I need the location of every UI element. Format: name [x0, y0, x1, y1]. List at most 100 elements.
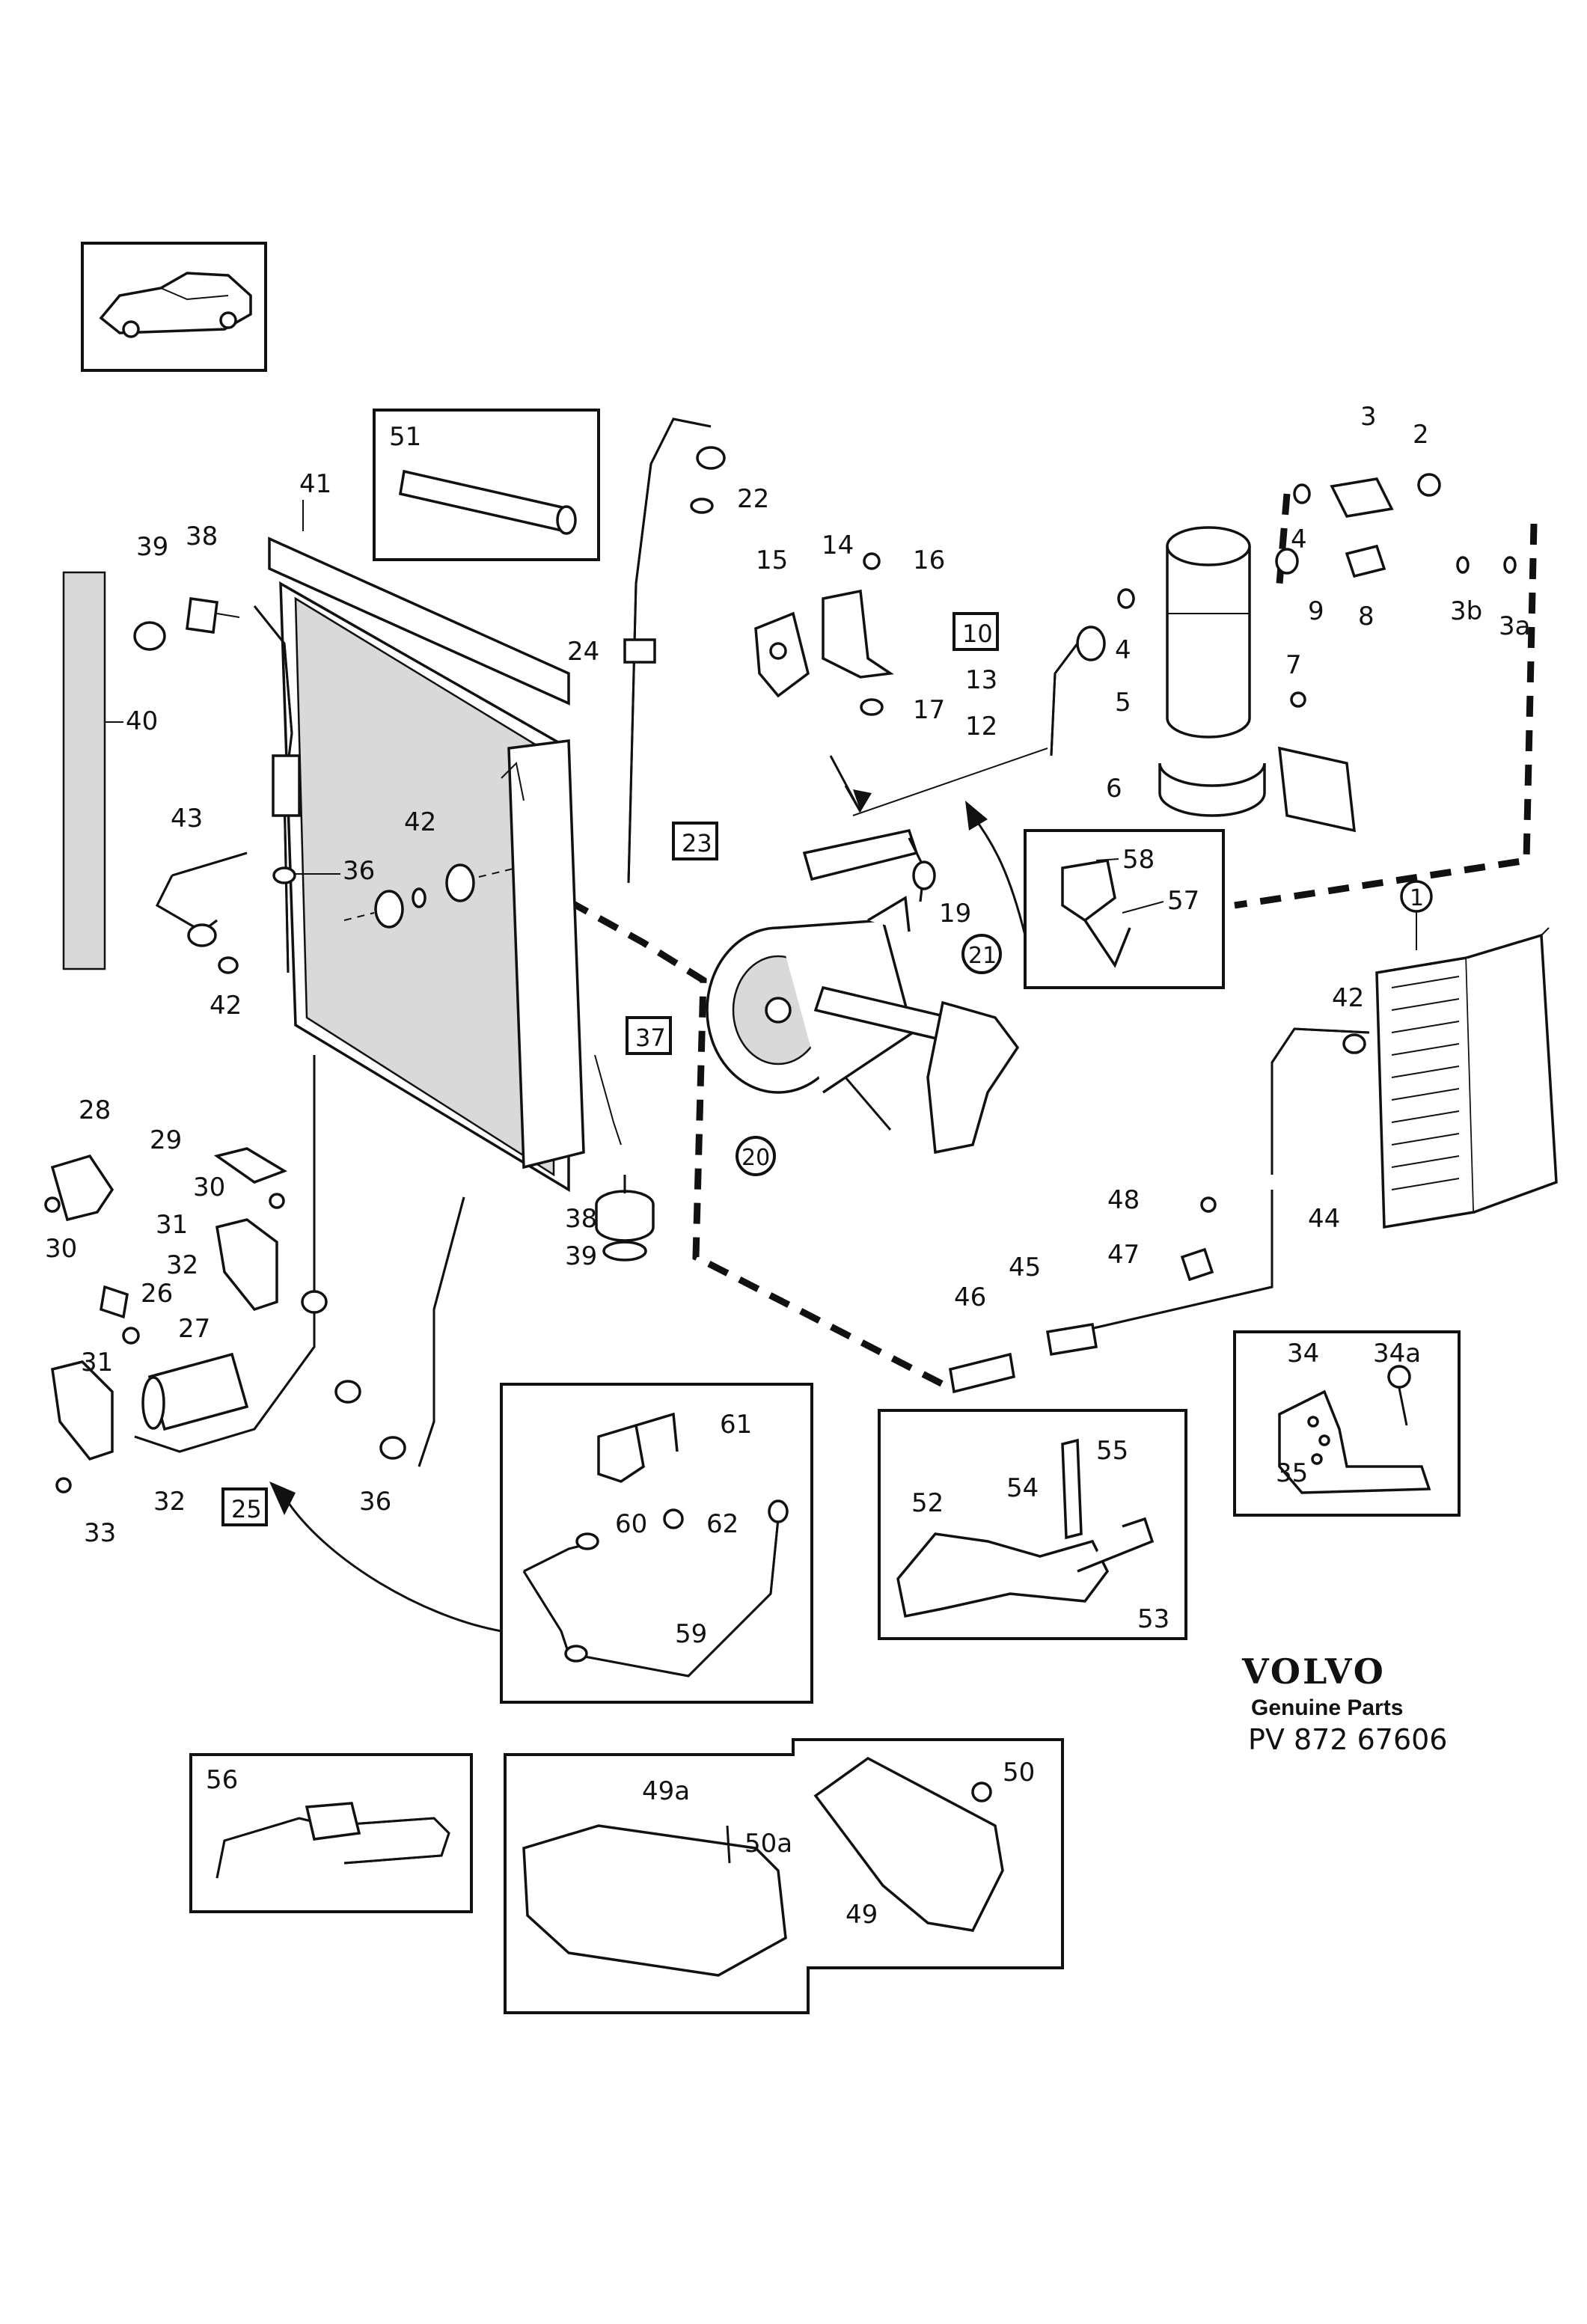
brand-logo: VOLVO — [1241, 1651, 1386, 1692]
brand-tagline: Genuine Parts — [1251, 1695, 1403, 1720]
callout-62: 62 — [706, 1509, 739, 1539]
callout-6: 6 — [1106, 774, 1122, 804]
callout-61: 61 — [720, 1410, 752, 1440]
diagram-code: PV 872 67606 — [1248, 1723, 1447, 1756]
routing-dashes — [507, 493, 1538, 1388]
mount-38-39-top — [133, 597, 240, 651]
inset-52-55: 52 54 55 53 — [878, 1409, 1187, 1640]
callout-34: 34 — [1287, 1339, 1319, 1369]
fittings-42 — [343, 863, 517, 929]
callout-2: 2 — [1413, 420, 1429, 450]
callout-26: 26 — [141, 1279, 173, 1309]
arrow-to-inset-59 — [269, 1481, 502, 1633]
receiver-drier-5 — [1117, 473, 1517, 833]
callout-12: 12 — [965, 712, 997, 741]
brackets-28-33 — [44, 1147, 288, 1493]
callout-23: 23 — [682, 829, 712, 857]
callout-52: 52 — [911, 1488, 944, 1518]
circled-callouts: 21 20 1 — [736, 885, 1424, 1176]
inset-34-35: 34 34a 35 — [1233, 1330, 1461, 1517]
callout-58: 58 — [1122, 845, 1155, 875]
callout-41: 41 — [299, 469, 331, 499]
callout-38-lower: 38 — [565, 1204, 597, 1234]
callout-47: 47 — [1107, 1240, 1140, 1270]
callout-59: 59 — [675, 1619, 707, 1649]
callout-35: 35 — [1276, 1458, 1308, 1488]
seal-strip-40 — [62, 571, 106, 970]
callout-50a: 50a — [744, 1829, 792, 1859]
pipe-12-19 — [802, 626, 1106, 902]
callout-42-right: 42 — [1332, 983, 1364, 1013]
callout-38-top: 38 — [186, 522, 218, 551]
condenser-assembly — [268, 536, 622, 1193]
callout-43: 43 — [171, 804, 203, 834]
hose-and-drier-25 — [100, 1055, 465, 1467]
compressor-20 — [706, 896, 1020, 1155]
callout-39-top: 39 — [136, 532, 168, 562]
inset-57-58: 58 57 — [1024, 829, 1225, 989]
clamp-14-15 — [754, 552, 894, 716]
callout-33: 33 — [84, 1518, 116, 1548]
callout-15: 15 — [756, 545, 788, 575]
callout-56: 56 — [206, 1765, 238, 1795]
callout-21: 21 — [968, 943, 997, 969]
callout-30-right: 30 — [193, 1172, 225, 1202]
callout-5: 5 — [1115, 688, 1131, 718]
callout-36-lower: 36 — [359, 1487, 391, 1517]
callout-10: 10 — [962, 620, 993, 648]
callout-55: 55 — [1096, 1436, 1128, 1466]
callout-48: 48 — [1107, 1185, 1140, 1215]
callout-25: 25 — [231, 1495, 262, 1523]
callout-42-top: 42 — [404, 807, 436, 837]
callout-36-top: 36 — [343, 856, 375, 886]
callout-34a: 34a — [1373, 1339, 1421, 1369]
callout-37: 37 — [635, 1024, 666, 1052]
callout-19: 19 — [939, 899, 971, 929]
inset-49-50: 49a 50a 50 49 — [504, 1738, 1064, 2014]
callout-39-lower: 39 — [565, 1241, 597, 1271]
callout-7: 7 — [1285, 650, 1302, 680]
callout-31-lower: 31 — [81, 1348, 113, 1377]
callout-44: 44 — [1308, 1204, 1340, 1234]
callout-31-top: 31 — [156, 1210, 188, 1240]
callout-3: 3 — [1360, 402, 1377, 432]
callout-60: 60 — [615, 1509, 647, 1539]
pipe-43 — [156, 851, 248, 974]
callout-49: 49 — [846, 1900, 878, 1930]
callout-1: 1 — [1410, 885, 1424, 911]
callout-3a: 3a — [1499, 611, 1530, 641]
mount-38-39-lower — [595, 1175, 655, 1262]
inset-59-62: 61 60 62 59 — [500, 1383, 813, 1704]
boxed-callouts: 23 37 10 25 — [221, 612, 999, 1526]
callout-22: 22 — [737, 484, 769, 514]
callout-14: 14 — [822, 530, 854, 560]
callout-50: 50 — [1003, 1758, 1035, 1788]
inset-51: 51 — [373, 409, 600, 561]
callout-4-top: 4 — [1291, 525, 1307, 554]
evaporator-1 — [1375, 880, 1558, 1229]
callout-57: 57 — [1167, 886, 1199, 916]
pipe-23 — [623, 418, 726, 884]
callout-8: 8 — [1358, 602, 1375, 632]
callout-32-lower: 32 — [153, 1487, 186, 1517]
callout-16: 16 — [913, 545, 945, 575]
callout-54: 54 — [1006, 1473, 1039, 1503]
car-thumbnail-icon — [81, 242, 267, 372]
callout-20: 20 — [741, 1145, 770, 1171]
callout-9: 9 — [1308, 596, 1324, 626]
callout-13: 13 — [965, 665, 997, 695]
callout-49a: 49a — [642, 1776, 690, 1806]
callout-40: 40 — [126, 706, 158, 736]
pipe-vertical-left — [253, 605, 301, 973]
callout-27: 27 — [178, 1314, 210, 1344]
callout-4-left: 4 — [1115, 635, 1131, 665]
callout-42-left: 42 — [210, 991, 242, 1021]
callout-29: 29 — [150, 1125, 182, 1155]
callout-53: 53 — [1137, 1604, 1169, 1634]
callout-17: 17 — [913, 695, 945, 725]
callout-30-left: 30 — [45, 1234, 77, 1264]
callout-3b: 3b — [1450, 596, 1482, 626]
arrow-to-10 — [965, 801, 1027, 936]
pipe-44-45 — [949, 1027, 1370, 1394]
